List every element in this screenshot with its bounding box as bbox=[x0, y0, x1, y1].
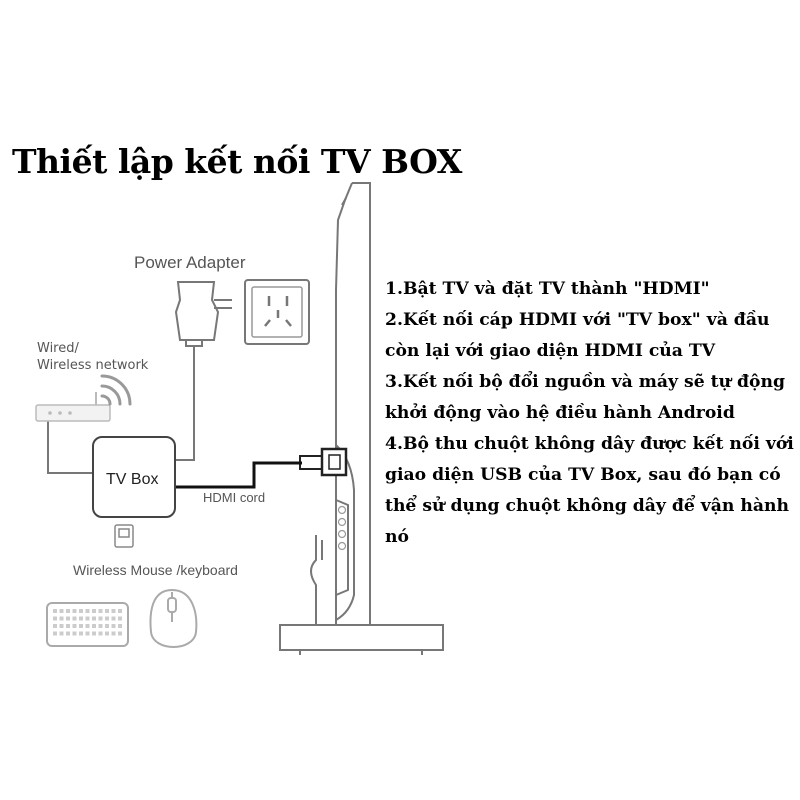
setup-steps: 1.Bật TV và đặt TV thành "HDMI" 2.Kết nố… bbox=[385, 274, 795, 553]
keyboard-key bbox=[59, 616, 64, 621]
keyboard-key bbox=[85, 631, 90, 636]
power-cable bbox=[175, 340, 195, 461]
keyboard-key bbox=[79, 609, 83, 613]
keyboard-key bbox=[53, 624, 57, 628]
keyboard-key bbox=[85, 616, 90, 621]
keyboard-key bbox=[53, 616, 57, 621]
keyboard-key bbox=[111, 616, 116, 621]
keyboard-key bbox=[118, 609, 122, 613]
keyboard-key bbox=[66, 616, 70, 621]
keyboard-key bbox=[59, 624, 64, 628]
hdmi-cord-label: HDMI cord bbox=[203, 490, 265, 505]
keyboard-key bbox=[111, 631, 116, 636]
wireless-mouse-keyboard-label: Wireless Mouse /keyboard bbox=[73, 562, 238, 578]
network-cable bbox=[47, 420, 93, 474]
power-adapter-icon bbox=[174, 281, 232, 347]
keyboard-key bbox=[59, 609, 64, 613]
keyboard-key bbox=[53, 609, 57, 613]
keyboard-key bbox=[98, 624, 103, 628]
keyboard-key bbox=[66, 631, 70, 636]
tv-box-label: TV Box bbox=[106, 471, 158, 488]
keyboard-key bbox=[85, 624, 90, 628]
keyboard-key bbox=[92, 631, 96, 636]
wifi-signal-icon bbox=[100, 374, 132, 406]
keyboard-key bbox=[59, 631, 64, 636]
keyboard-key bbox=[105, 624, 109, 628]
keyboard-key bbox=[105, 609, 109, 613]
keyboard-key bbox=[72, 624, 77, 628]
keyboard-key bbox=[118, 616, 122, 621]
usb-dongle-icon bbox=[114, 524, 134, 548]
keyboard-key bbox=[66, 624, 70, 628]
keyboard-key bbox=[98, 609, 103, 613]
keyboard-key bbox=[85, 609, 90, 613]
keyboard-key bbox=[79, 631, 83, 636]
tv-logo bbox=[337, 505, 347, 551]
keyboard-key bbox=[92, 609, 96, 613]
keyboard-key bbox=[118, 631, 122, 636]
keyboard-key bbox=[98, 631, 103, 636]
tv-box-device bbox=[92, 436, 176, 518]
page-title: Thiết lập kết nối TV BOX bbox=[12, 142, 462, 181]
step-3: 3.Kết nối bộ đổi nguồn và máy sẽ tự động… bbox=[385, 372, 786, 423]
keyboard-key bbox=[118, 624, 122, 628]
keyboard-key bbox=[98, 616, 103, 621]
step-2: 2.Kết nối cáp HDMI với "TV box" và đầu c… bbox=[385, 310, 770, 361]
step-1: 1.Bật TV và đặt TV thành "HDMI" bbox=[385, 279, 710, 299]
step-4: 4.Bộ thu chuột không dây được kết nối vớ… bbox=[385, 434, 794, 547]
power-adapter-label: Power Adapter bbox=[134, 253, 246, 272]
wall-outlet-icon bbox=[244, 279, 310, 345]
keyboard-key bbox=[92, 624, 96, 628]
keyboard-key bbox=[105, 631, 109, 636]
keyboard-key bbox=[72, 616, 77, 621]
keyboard-icon bbox=[46, 602, 129, 647]
keyboard-key bbox=[111, 624, 116, 628]
keyboard-key bbox=[72, 609, 77, 613]
hdmi-cable bbox=[175, 461, 302, 489]
router-icon bbox=[35, 392, 111, 422]
mouse-icon bbox=[149, 588, 198, 648]
keyboard-key bbox=[105, 616, 109, 621]
keyboard-key bbox=[92, 616, 96, 621]
keyboard-key bbox=[111, 609, 116, 613]
hdmi-connector-icon bbox=[299, 447, 348, 477]
keyboard-key bbox=[66, 609, 70, 613]
keyboard-key bbox=[53, 631, 57, 636]
network-label-line1: Wired/ bbox=[37, 341, 79, 356]
keyboard-key bbox=[79, 616, 83, 621]
keyboard-key bbox=[79, 624, 83, 628]
network-label-line2: Wireless network bbox=[37, 358, 149, 373]
keyboard-key bbox=[72, 631, 77, 636]
